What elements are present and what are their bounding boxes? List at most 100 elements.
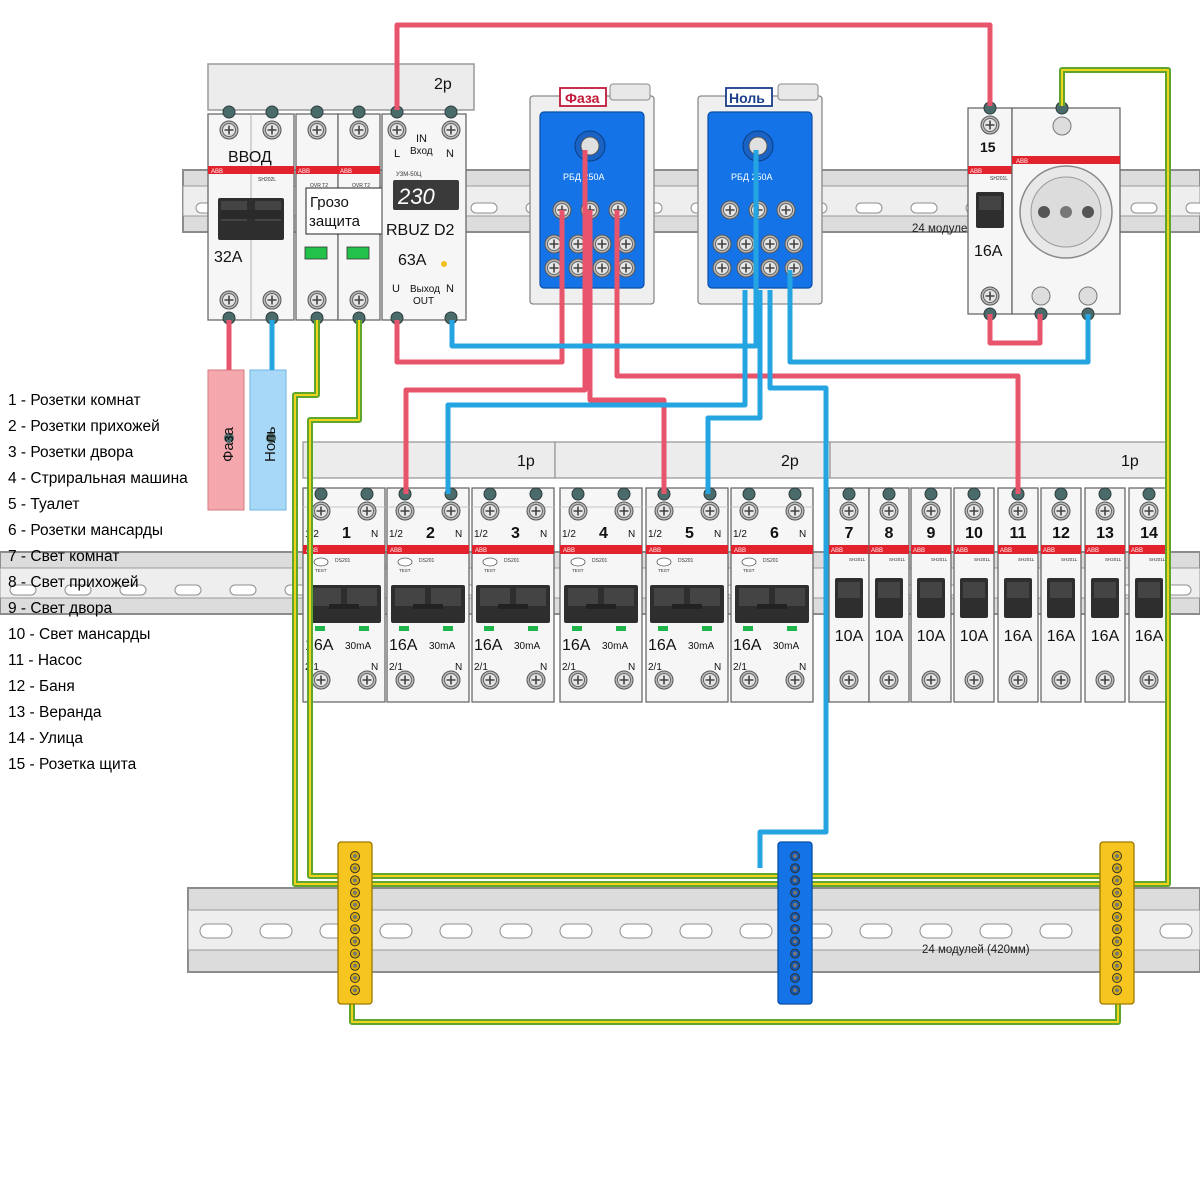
rcbo-leak: 30mA xyxy=(429,641,455,652)
svg-text:DS201: DS201 xyxy=(504,558,520,564)
comb-busbar-top: 2р xyxy=(207,63,475,111)
breaker-rating: 10A xyxy=(917,628,946,645)
breaker-number: 8 xyxy=(885,525,894,542)
breaker-number: 10 xyxy=(965,525,983,542)
svg-text:SH201L: SH201L xyxy=(931,557,948,562)
rcbo-number: 6 xyxy=(770,525,779,542)
svg-text:OVR T2: OVR T2 xyxy=(310,183,328,189)
socket-breaker-15: 15 ABB SH201L 16A xyxy=(967,107,1013,315)
svg-text:DS201: DS201 xyxy=(592,558,608,564)
surge-protector: ABB ABB OVR T2 OVR T2 Грозо защита xyxy=(295,113,393,321)
breaker-number: 9 xyxy=(927,525,936,542)
breaker-rating: 10A xyxy=(835,628,864,645)
circuit-legend: 1 - Розетки комнат 2 - Розетки прихожей 3 … xyxy=(8,388,208,778)
svg-text:DS201: DS201 xyxy=(419,558,435,564)
svg-text:DS201: DS201 xyxy=(763,558,779,564)
svg-text:IN: IN xyxy=(416,133,427,145)
surge-label-2: защита xyxy=(309,213,361,230)
phase-wires xyxy=(394,22,1043,494)
svg-text:TEST: TEST xyxy=(315,568,327,573)
breaker-number: 7 xyxy=(845,525,854,542)
legend-item: 9 - Свет двора xyxy=(8,600,113,617)
din-socket: ABB xyxy=(1011,107,1121,315)
rcbo-number: 4 xyxy=(599,525,608,542)
legend-item: 14 - Улица xyxy=(8,730,84,747)
comb-busbars-middle: 1р 2р 1р xyxy=(302,441,1171,479)
relay-rating: 63A xyxy=(398,252,427,269)
svg-text:SH201L: SH201L xyxy=(1105,557,1122,562)
svg-text:SH201L: SH201L xyxy=(849,557,866,562)
input-breaker-rating: 32A xyxy=(214,249,243,266)
legend-item: 15 - Розетка щита xyxy=(8,756,137,773)
svg-text:N: N xyxy=(446,148,454,160)
breaker-number: 14 xyxy=(1140,525,1158,542)
rail-label-bottom: 24 модулей (420мм) xyxy=(922,944,1030,956)
breaker-rating: 16A xyxy=(1047,628,1076,645)
svg-text:ABB: ABB xyxy=(871,548,883,554)
svg-text:N: N xyxy=(714,662,721,673)
svg-text:N: N xyxy=(455,529,462,540)
svg-text:SH201L: SH201L xyxy=(1061,557,1078,562)
svg-text:OVR T2: OVR T2 xyxy=(352,183,370,189)
rcbo-rating: 16A xyxy=(648,637,677,654)
rcbo-rating: 16A xyxy=(562,637,591,654)
legend-item: 2 - Розетки прихожей xyxy=(8,418,160,435)
neutral-tag: Ноль xyxy=(729,90,765,106)
breaker-number: 12 xyxy=(1052,525,1070,542)
phase-feed-label: Фаза xyxy=(220,427,237,462)
svg-text:УЗМ-50Ц: УЗМ-50Ц xyxy=(396,172,422,178)
voltage-relay: L IN Вход N УЗМ-50Ц 230 RBUZ D2 63A U Вы… xyxy=(381,113,467,321)
pole-label-middle: 2р xyxy=(781,453,799,470)
rcbo-rating: 16A xyxy=(733,637,762,654)
legend-item: 6 - Розетки мансарды xyxy=(8,522,164,539)
legend-item: 12 - Баня xyxy=(8,678,75,695)
svg-text:ABB: ABB xyxy=(956,548,968,554)
svg-text:2/1: 2/1 xyxy=(562,662,576,673)
svg-text:SH201L: SH201L xyxy=(974,557,991,562)
surge-label-1: Грозо xyxy=(310,194,349,211)
svg-text:2/1: 2/1 xyxy=(474,662,488,673)
svg-text:1/2: 1/2 xyxy=(562,529,576,540)
breaker-rating: 16A xyxy=(1135,628,1164,645)
svg-text:N: N xyxy=(540,662,547,673)
svg-text:ABB: ABB xyxy=(1043,548,1055,554)
neutral-busbar xyxy=(777,841,813,1005)
svg-text:1/2: 1/2 xyxy=(474,529,488,540)
svg-text:U: U xyxy=(392,283,400,295)
breaker-number: 13 xyxy=(1096,525,1114,542)
relay-name: RBUZ D2 xyxy=(386,222,455,239)
svg-text:DS201: DS201 xyxy=(678,558,694,564)
svg-text:1/2: 1/2 xyxy=(389,529,403,540)
breaker-rating: 10A xyxy=(960,628,989,645)
svg-text:2/1: 2/1 xyxy=(733,662,747,673)
pe-busbar-right xyxy=(1099,841,1135,1005)
legend-item: 1 - Розетки комнат xyxy=(8,392,141,409)
svg-text:1/2: 1/2 xyxy=(648,529,662,540)
rcbo-leak: 30mA xyxy=(345,641,371,652)
svg-text:ABB: ABB xyxy=(340,169,352,175)
svg-text:2/1: 2/1 xyxy=(389,662,403,673)
pole-label-right: 1р xyxy=(1121,453,1139,470)
breaker-number: 11 xyxy=(1010,525,1027,542)
svg-text:ABB: ABB xyxy=(831,548,843,554)
svg-text:2/1: 2/1 xyxy=(648,662,662,673)
legend-item: 13 - Веранда xyxy=(8,704,102,721)
input-breaker-title: ВВОД xyxy=(228,149,272,166)
svg-text:ABB: ABB xyxy=(913,548,925,554)
legend-item: 3 - Розетки двора xyxy=(8,444,134,461)
incoming-neutral-feed: Ноль xyxy=(249,320,287,511)
legend-item: 5 - Туалет xyxy=(8,496,80,513)
svg-text:N: N xyxy=(799,662,806,673)
